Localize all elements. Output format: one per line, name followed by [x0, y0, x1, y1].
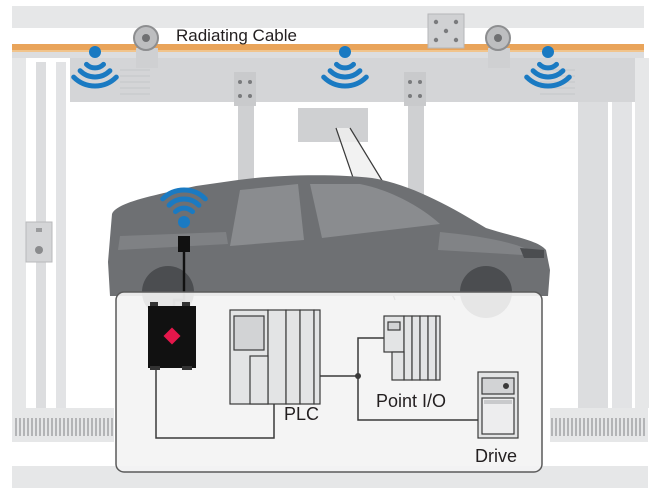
point-io-label: Point I/O: [376, 391, 446, 411]
antenna-mount: [178, 236, 190, 252]
signal-arc: [160, 187, 208, 202]
wireless-signal-icon: [321, 46, 369, 89]
trolley-wheel-left: [133, 25, 159, 68]
signal-arc: [84, 61, 106, 71]
signal-arc: [321, 74, 369, 89]
signal-arc: [173, 205, 195, 215]
radiating-cable-label: Radiating Cable: [176, 26, 297, 45]
network-wires: [320, 337, 486, 421]
wireless-signal-icon: [71, 46, 119, 89]
client-to-plc-wire: [155, 370, 275, 439]
signal-arc: [71, 74, 119, 89]
signal-arc: [524, 74, 572, 89]
signal-arc: [166, 196, 202, 208]
signal-arc: [77, 68, 113, 80]
radiating-cable-rail: [12, 13, 644, 68]
signal-arc: [334, 61, 356, 71]
signal-arc: [530, 68, 566, 80]
plc-label: PLC: [284, 404, 319, 424]
drive-icon: [477, 371, 519, 439]
wireless-signal-icon: [160, 187, 208, 228]
signal-source-dot: [178, 216, 190, 228]
wireless-signal-icon: [524, 46, 572, 89]
plc-icon: [229, 309, 321, 405]
trolley-wheel-right: [485, 25, 511, 68]
signal-arc: [327, 68, 363, 80]
signal-source-dot: [339, 46, 351, 58]
wireless-client-icon: [148, 302, 196, 370]
drive-label: Drive: [475, 446, 517, 466]
signal-arc: [537, 61, 559, 71]
io-module-icon: [383, 315, 441, 381]
network-junction-dot: [355, 373, 361, 379]
signal-source-dot: [89, 46, 101, 58]
signal-source-dot: [542, 46, 554, 58]
